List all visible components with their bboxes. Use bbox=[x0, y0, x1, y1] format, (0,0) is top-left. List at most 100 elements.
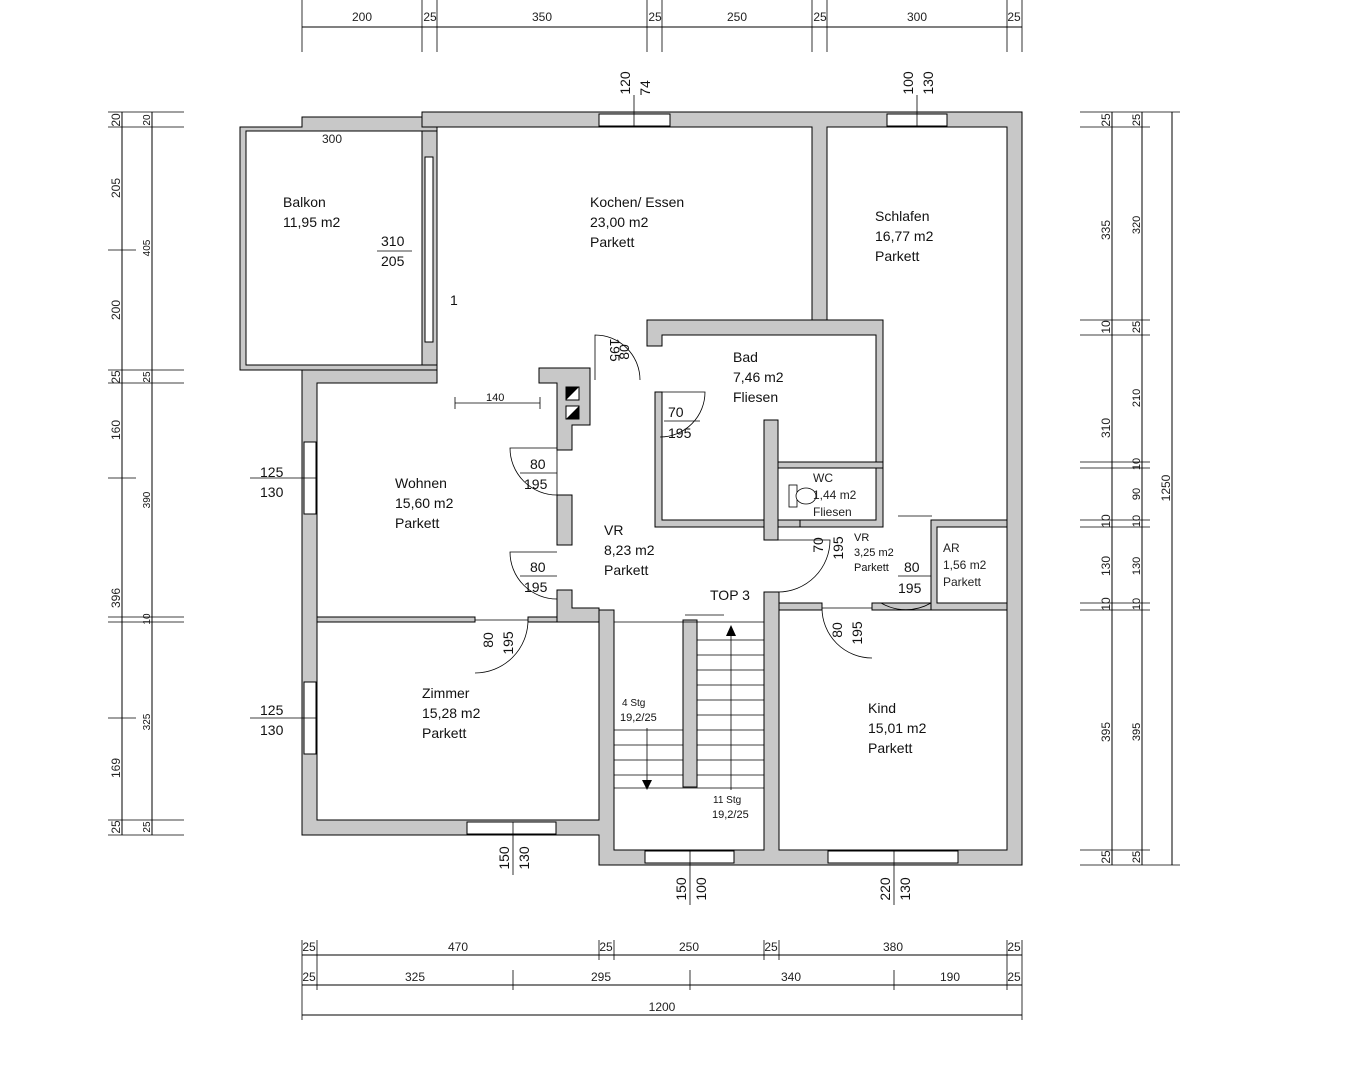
dim-left-inner-6: 325 bbox=[142, 713, 153, 730]
door-wc-w: 70 bbox=[810, 537, 826, 553]
room-balkon: Balkon 11,95 m2 bbox=[283, 194, 341, 230]
room-floor: Fliesen bbox=[733, 389, 778, 405]
room-name: Balkon bbox=[283, 194, 326, 210]
dim-bottom2-5: 190 bbox=[940, 970, 960, 984]
room-floor: Parkett bbox=[604, 562, 648, 578]
dim-bottom2-4: 340 bbox=[781, 970, 801, 984]
dim-right-inner-10: 395 bbox=[1131, 723, 1143, 741]
door-kind-w: 80 bbox=[829, 622, 845, 638]
balkon-win-w: 310 bbox=[381, 233, 405, 249]
win-zimmer-w: 125 bbox=[260, 702, 284, 718]
win-kind-h: 130 bbox=[897, 877, 913, 901]
door-bad-w: 70 bbox=[668, 404, 684, 420]
door-kochen-h: 80 bbox=[616, 344, 632, 360]
dim-top-8: 25 bbox=[1007, 10, 1021, 24]
dim-right-inner-2: 320 bbox=[1131, 216, 1143, 234]
dim-left-inner-4: 390 bbox=[142, 491, 153, 508]
dim-right-7: 10 bbox=[1099, 597, 1113, 611]
dim-right-3: 10 bbox=[1099, 320, 1113, 334]
stairs-b-label: 11 Stg bbox=[713, 795, 741, 806]
dim-right-inner-9: 10 bbox=[1131, 598, 1143, 610]
room-area: 15,28 m2 bbox=[422, 705, 481, 721]
dim-left-inner-5: 10 bbox=[142, 613, 153, 625]
dim-bottom1-1: 25 bbox=[302, 940, 316, 954]
dim-right-inner-1: 25 bbox=[1131, 114, 1143, 126]
right-dimension-chain: 25 335 10 310 10 130 10 395 25 1250 25 3… bbox=[1080, 111, 1180, 866]
dim-left-inner-3: 25 bbox=[142, 371, 153, 383]
room-area: 11,95 m2 bbox=[283, 214, 341, 230]
room-name: VR bbox=[854, 532, 869, 544]
dim-right-inner-7: 10 bbox=[1131, 515, 1143, 527]
dim-right-6: 130 bbox=[1099, 556, 1113, 576]
room-area: 15,01 m2 bbox=[868, 720, 927, 736]
dim-right-5: 10 bbox=[1099, 514, 1113, 528]
chimney-icon bbox=[565, 386, 580, 420]
win-kochen-w: 120 bbox=[617, 71, 633, 95]
win-zimmer-s-w: 150 bbox=[496, 846, 512, 870]
toilet-icon bbox=[788, 484, 817, 508]
dim-right-1: 25 bbox=[1099, 113, 1113, 127]
dim-bottom1-7: 25 bbox=[1007, 940, 1021, 954]
stairs-a-ratio: 19,2/25 bbox=[620, 712, 657, 724]
dim-right-4: 310 bbox=[1099, 418, 1113, 438]
win-zimmer-h: 130 bbox=[260, 722, 284, 738]
wohnen-span: 140 bbox=[486, 392, 504, 404]
dim-top-1: 200 bbox=[352, 10, 372, 24]
win-stair-w: 150 bbox=[673, 877, 689, 901]
room-name: Schlafen bbox=[875, 208, 929, 224]
dim-left-8: 25 bbox=[109, 820, 123, 834]
windows bbox=[250, 95, 959, 905]
dim-bottom1-5: 25 bbox=[764, 940, 778, 954]
dim-left-5: 160 bbox=[109, 420, 123, 440]
win-stair-h: 100 bbox=[693, 877, 709, 901]
room-floor: Parkett bbox=[854, 562, 889, 574]
room-name: Wohnen bbox=[395, 475, 447, 491]
door-wohnen2-h: 195 bbox=[524, 579, 548, 595]
dim-top-5: 250 bbox=[727, 10, 747, 24]
door-wohnen1-h: 195 bbox=[524, 476, 548, 492]
dim-right-inner-5: 10 bbox=[1131, 458, 1143, 470]
top-dimension-chain: 200 25 350 25 250 25 300 25 bbox=[301, 0, 1023, 52]
door-zimmer-w: 80 bbox=[480, 632, 496, 648]
dim-bottom1-2: 470 bbox=[448, 940, 468, 954]
dim-bottom1-3: 25 bbox=[599, 940, 613, 954]
dim-left-2: 205 bbox=[109, 178, 123, 198]
room-vr2: VR 3,25 m2 Parkett bbox=[854, 532, 894, 574]
door-kind-h: 195 bbox=[849, 621, 865, 645]
room-area: 8,23 m2 bbox=[604, 542, 655, 558]
door-wohnen1-w: 80 bbox=[530, 456, 546, 472]
bottom-dimension-chain: 25 470 25 250 25 380 25 25 325 295 340 1… bbox=[301, 940, 1023, 1020]
win-kind-w: 220 bbox=[877, 877, 893, 901]
opening-dimensions: 195 80 70 195 80 195 80 195 80 195 70 19… bbox=[260, 71, 936, 901]
left-dimension-chain: 20 205 200 25 160 396 169 25 20 405 25 3… bbox=[108, 111, 184, 836]
room-ar: AR 1,56 m2 Parkett bbox=[943, 541, 987, 589]
room-wc: WC 1,44 m2 Fliesen bbox=[813, 471, 857, 519]
door-kochen-w: 195 bbox=[607, 338, 623, 362]
dim-right-inner-11: 25 bbox=[1131, 851, 1143, 863]
balkon-width: 300 bbox=[322, 132, 342, 146]
dim-right-inner-3: 25 bbox=[1131, 321, 1143, 333]
room-floor: Parkett bbox=[875, 248, 919, 264]
room-name: Bad bbox=[733, 349, 758, 365]
span-marker bbox=[454, 397, 541, 409]
dim-left-6: 396 bbox=[109, 588, 123, 608]
room-name: Zimmer bbox=[422, 685, 470, 701]
dim-total-right: 1250 bbox=[1159, 474, 1173, 501]
room-name: Kind bbox=[868, 700, 896, 716]
room-area: 15,60 m2 bbox=[395, 495, 454, 511]
dim-bottom2-1: 25 bbox=[302, 970, 316, 984]
door-bad-h: 195 bbox=[668, 425, 692, 441]
dim-left-3: 200 bbox=[109, 300, 123, 320]
doors bbox=[474, 334, 932, 674]
top-label: TOP 3 bbox=[710, 587, 750, 603]
door-wohnen2-w: 80 bbox=[530, 559, 546, 575]
win-wohnen-h: 130 bbox=[260, 484, 284, 500]
room-area: 3,25 m2 bbox=[854, 547, 894, 559]
win-schlafen-h: 130 bbox=[920, 71, 936, 95]
dim-top-2: 25 bbox=[423, 10, 437, 24]
bathroom-marker: 1 bbox=[450, 292, 458, 308]
room-area: 16,77 m2 bbox=[875, 228, 934, 244]
dim-left-1: 20 bbox=[109, 113, 123, 127]
room-floor: Fliesen bbox=[813, 505, 852, 519]
win-zimmer-s-h: 130 bbox=[516, 846, 532, 870]
